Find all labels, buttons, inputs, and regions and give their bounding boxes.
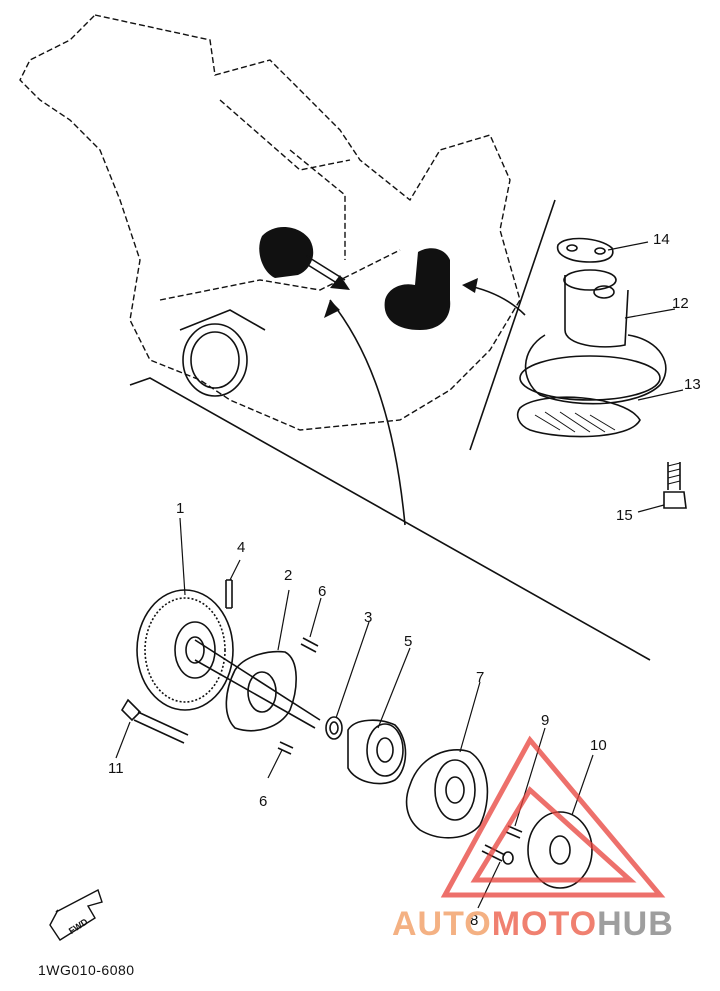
callout-4: 4 — [237, 539, 245, 556]
leader-lines — [115, 241, 684, 909]
rotor-5 — [347, 719, 407, 785]
callout-13: 13 — [684, 376, 701, 393]
pin-9 — [505, 825, 523, 839]
callout-10: 10 — [590, 737, 607, 754]
watermark-part2: MOTO — [491, 905, 598, 943]
callout-3: 3 — [364, 609, 372, 626]
callout-12: 12 — [672, 295, 689, 312]
callout-6b: 6 — [259, 793, 267, 810]
callout-5: 5 — [404, 633, 412, 650]
watermark-part3: HUB — [597, 905, 674, 943]
diagram-code: 1WG010-6080 — [38, 962, 135, 978]
pump-shaft — [194, 639, 321, 729]
callout-6a: 6 — [318, 583, 326, 600]
callout-11: 11 — [108, 760, 124, 777]
callout-1: 1 — [176, 500, 184, 517]
callout-9: 9 — [541, 712, 549, 729]
pin-4 — [225, 579, 233, 609]
callout-14: 14 — [653, 231, 670, 248]
callout-15: 15 — [616, 507, 633, 524]
watermark-logo: AUTOMOTOHUB — [392, 905, 674, 944]
watermark-triangle-icon — [440, 735, 666, 898]
pump-cover-7 — [405, 749, 489, 839]
callout-7: 7 — [476, 669, 484, 686]
drive-gear-1 — [136, 589, 234, 711]
pump-housing-2 — [225, 650, 297, 732]
engine-block — [19, 14, 521, 431]
crankcase-bore — [179, 309, 266, 397]
pump-assembly-arrow — [329, 299, 406, 526]
pump-group-bracket — [129, 377, 651, 661]
watermark-part1: AUTO — [392, 905, 492, 943]
pump-shaft-stub — [304, 254, 346, 286]
gasket-14 — [556, 237, 614, 263]
dowel-pin-6a — [300, 637, 319, 653]
bolt-15 — [663, 462, 687, 509]
plate-10 — [527, 811, 593, 889]
callout-2: 2 — [284, 567, 292, 584]
strainer-group-bracket — [469, 199, 556, 451]
fwd-arrow-icon: FWD — [49, 888, 103, 941]
strainer-12 — [519, 269, 667, 405]
strainer-port-opening — [384, 248, 451, 330]
callout-8: 8 — [470, 912, 478, 929]
pump-mount-opening — [259, 226, 314, 278]
bolt-11 — [120, 698, 189, 744]
washer-3 — [325, 716, 343, 740]
dowel-pin-6b — [277, 741, 294, 755]
screen-13 — [516, 396, 641, 438]
